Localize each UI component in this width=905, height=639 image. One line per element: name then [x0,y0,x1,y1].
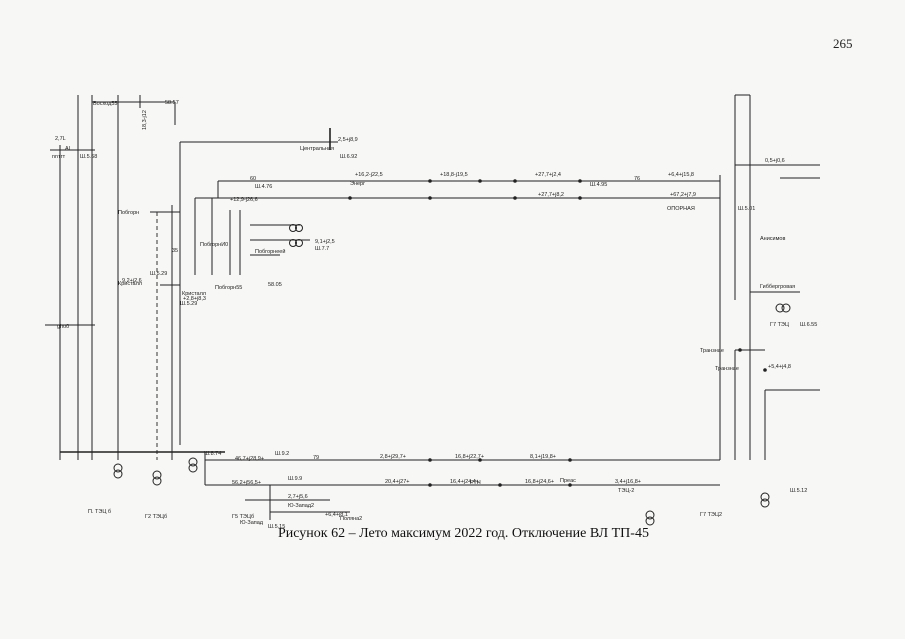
node-label: Кристалл [118,281,142,287]
flow-label: 2,7+j5,6 [288,494,308,500]
voltage-label: Ш.4.95 [590,182,607,188]
line-number: 35 [172,248,178,254]
node-label: Побгорн [118,210,139,216]
flow-label: 0,5+j0,6 [765,158,785,164]
transformer-icon [188,457,198,473]
label: 2,7L [55,136,66,142]
flow-label: 20,4+j27+ [385,479,409,485]
node-label: Полянa2 [340,516,362,522]
node-label: Г7 ТЭЦ2 [700,512,722,518]
figure-caption: Рисунок 62 – Лето максимум 2022 год. Отк… [278,526,649,541]
transformer-icon [289,239,303,247]
node-label: ТЭЦ-2 [618,488,634,494]
flow-label: +18,8-j19,5 [440,172,468,178]
node-label: Г2 ТЭЦб [145,514,167,520]
voltage-label: Ш.5.29 [150,271,167,277]
transformer-icon [775,303,791,313]
flow-label: +27,7+j2,4 [535,172,561,178]
voltage-label: Ш.9.9 [288,476,302,482]
line-number: 79 [313,455,319,461]
transformer-icon [152,470,162,486]
voltage-label: Ш.5.01 [738,206,755,212]
flow-label: 3,4+j16,8+ [615,479,641,485]
node-label: Побгорнеей [255,248,285,255]
flow-label: +2,8+j8,3 [183,296,206,302]
flow-label: 16,4+j24,4+ [450,479,479,485]
label: gho0 [57,324,69,330]
transformer-icon [760,492,770,508]
flow-label: 56,2+j56,5+ [232,480,261,486]
voltage-label: 58.05 [268,282,282,288]
flow-label: 2,5+j8,9 [338,137,358,143]
node-label: Преас [560,478,576,484]
flow-label: 8,1+j19,8+ [530,454,556,460]
flow-label: 9,1+j2,5 [315,239,335,245]
label: nnтгт [52,154,66,160]
flow-label: +5,4+j4,8 [768,364,791,370]
flow-label: 16,8+j22,7+ [455,454,484,460]
flow-label: +16,2-j22,5 [355,172,383,178]
node-label: Центральная [300,146,334,152]
voltage-label: Ш.5.12 [790,488,807,494]
node-label: ПобгорнИ0 [200,242,228,248]
node-label: Транзнае [700,348,724,354]
flow-label: +12,9-j26,6 [230,197,258,203]
voltage-label: Ш.8.74 [204,451,221,457]
page-number: 265 [833,36,853,51]
voltage-label: Ш.9.2 [275,451,289,457]
flow-label: +27,7+j8,2 [538,192,564,198]
flow-label: 16,8+j24,6+ [525,479,554,485]
node-label: Побгорн55 [215,285,242,291]
node-label: Транзнае [715,366,739,372]
voltage-label: Ш.7.7 [315,246,329,252]
node-label: П. ТЭЦ б [88,509,111,515]
voltage-label: Ш.4.76 [255,184,272,190]
node-dots [348,179,767,487]
node-label: Г5 ТЭЦб [232,514,254,520]
flow-label: +6,4+j8,1 [325,512,348,518]
flow-label: 2,8+j29,7+ [380,454,406,460]
node-label: Анисимов [760,236,785,242]
label: 18,3-j12 [142,110,148,130]
node-label: Гиббергровая [760,284,795,290]
voltage-label: Ш.5.68 [80,154,97,160]
transformer-icon [289,224,303,232]
flow-label: +6,4+j15,8 [668,172,694,178]
transformer-icon [645,510,655,526]
label: AL [65,146,72,152]
line-number: 60 [250,176,256,182]
node-label: Г7 ТЭЦ [770,322,789,328]
node-label: Ю-Запад [240,520,264,526]
node-label: Кристалл [182,291,206,297]
node-label: РТН [470,480,481,486]
voltage-label: Ш.6.92 [340,154,357,160]
flow-label: 46,7+j28,9+ [235,456,264,462]
label: Восход55 [93,101,117,107]
voltage-label: Ш.5.15 [268,524,285,530]
node-label: Ю-Запад2 [288,503,314,509]
label: 58.57 [165,100,179,106]
voltage-label: Ш.6.55 [800,322,817,328]
voltage-label: Ш.5.29 [180,301,197,307]
flow-label: 9,2+j2,6 [122,278,142,284]
node-label: ОПОРНАЯ [667,206,695,212]
flow-label: +67,2+j7,9 [670,192,696,198]
transformer-icon [113,463,123,479]
line-number: 76 [634,176,640,182]
node-label: Энерг [350,181,365,187]
